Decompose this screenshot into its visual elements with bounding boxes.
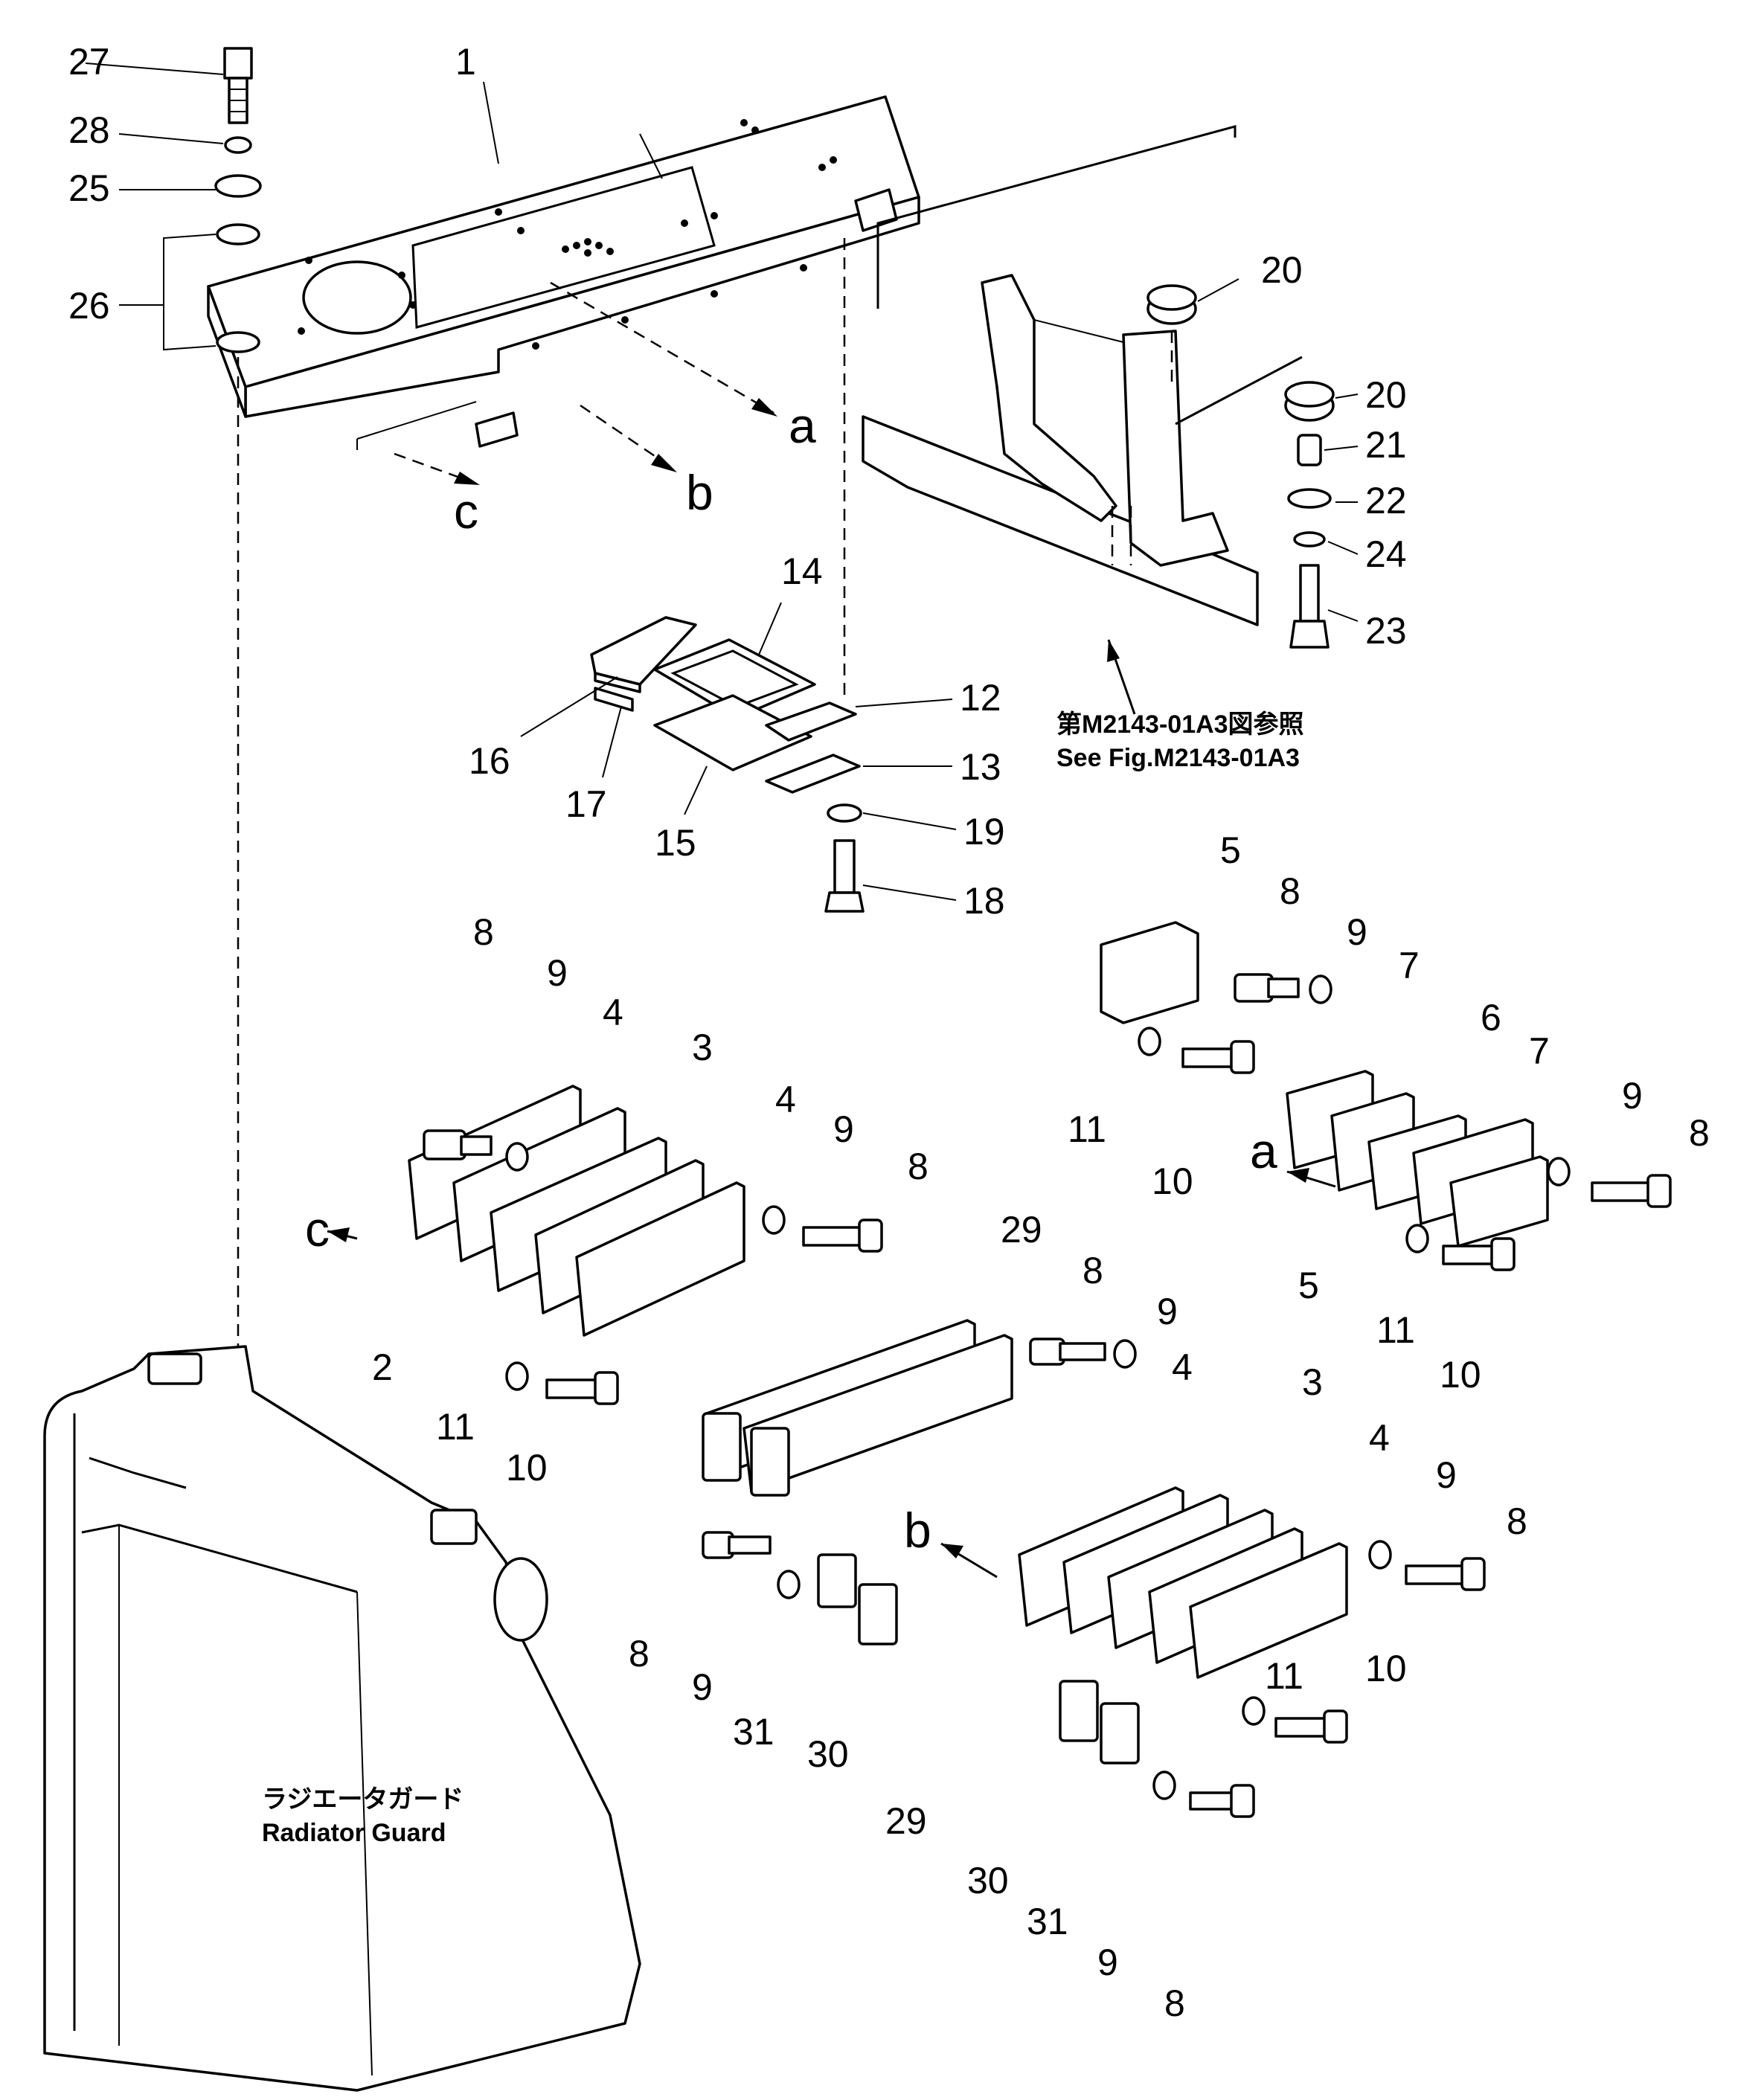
callout: 15 (655, 822, 696, 864)
view-letter: a (789, 398, 816, 453)
callout: 1 (455, 41, 476, 83)
top-bolt-stack (214, 47, 262, 1380)
callout: 30 (807, 1733, 849, 1775)
callout: 14 (781, 550, 823, 592)
guard-label-en: Radiator Guard (262, 1819, 446, 1847)
callout-labels: 27 28 25 26 1 20 20 21 22 24 23 14 12 13… (68, 41, 1710, 2024)
callout: 6 (1481, 997, 1501, 1038)
view-letter: a (1250, 1123, 1277, 1178)
callout: 13 (960, 746, 1001, 788)
pad-group (590, 238, 865, 913)
callout: 4 (1369, 1417, 1390, 1459)
callout: 4 (603, 992, 623, 1033)
guard-label-ja: ラジエータガード (262, 1785, 464, 1814)
callout: 8 (629, 1633, 650, 1674)
callout: 31 (1027, 1901, 1068, 1942)
callout: 11 (1265, 1655, 1303, 1697)
callout: 5 (1220, 829, 1241, 871)
callout: 22 (1365, 480, 1407, 521)
callout: 3 (692, 1027, 713, 1068)
callout: 30 (967, 1860, 1009, 1901)
upper-frame (207, 95, 920, 448)
callout: 3 (1302, 1361, 1323, 1403)
view-letter: c (305, 1201, 330, 1256)
left-plate-assembly (327, 1085, 883, 1405)
callout: 20 (1261, 249, 1303, 291)
view-letters: a b c c a b (305, 398, 1277, 1558)
callout: 19 (963, 811, 1005, 852)
callout: 8 (473, 911, 494, 953)
callout: 20 (1365, 374, 1407, 416)
callout: 10 (1152, 1160, 1193, 1202)
view-letter: b (686, 465, 713, 520)
callout: 8 (1507, 1500, 1527, 1542)
callout: 18 (963, 880, 1005, 922)
callout: 9 (692, 1666, 713, 1708)
callout: 9 (1436, 1454, 1457, 1496)
callout: 9 (1622, 1075, 1643, 1117)
callout: 4 (1172, 1346, 1193, 1388)
callout: 8 (1083, 1250, 1103, 1291)
callout: 11 (1376, 1309, 1415, 1351)
ref-note-ja: 第M2143-01A3図参照 (1056, 710, 1304, 739)
callout: 8 (1164, 1982, 1185, 2024)
callout: 25 (68, 167, 110, 209)
callout: 21 (1365, 424, 1407, 466)
callout: 29 (1001, 1209, 1042, 1250)
leader-lines (85, 62, 1359, 901)
view-arrows (356, 281, 777, 485)
view-letter: c (454, 484, 478, 539)
callout: 24 (1365, 533, 1407, 575)
callout: 8 (1280, 870, 1300, 912)
callout: 23 (1365, 610, 1407, 652)
view-letter: b (904, 1503, 931, 1558)
callout: 17 (565, 783, 607, 825)
callout: 10 (506, 1447, 548, 1489)
callout: 11 (436, 1406, 475, 1448)
callout: 12 (960, 677, 1001, 719)
callout: 8 (1689, 1112, 1710, 1154)
callout: 9 (1347, 911, 1367, 953)
callout: 9 (547, 952, 568, 994)
callout: 16 (469, 740, 510, 782)
notes: 第M2143-01A3図参照 See Fig.M2143-01A3 ラジエータガ… (262, 710, 1304, 1847)
ref-note-en: See Fig.M2143-01A3 (1056, 744, 1300, 772)
callout: 10 (1440, 1354, 1481, 1396)
callout: 29 (885, 1800, 927, 1842)
callout: 10 (1365, 1648, 1407, 1689)
sub-frame (862, 125, 1303, 715)
callout: 7 (1529, 1030, 1550, 1072)
lower-right-assembly (702, 1486, 1486, 1818)
callout: 7 (1399, 945, 1420, 986)
right-plate-assembly (1100, 921, 1672, 1271)
radiator-guard (43, 1345, 641, 2092)
callout: 11 (1068, 1108, 1106, 1150)
callout: 9 (1157, 1291, 1178, 1332)
frame-holes (298, 119, 837, 350)
callout: 9 (833, 1108, 854, 1150)
callout: 26 (68, 285, 110, 327)
callout: 28 (68, 109, 110, 151)
callout: 4 (775, 1079, 796, 1120)
lower-center-assembly (702, 1319, 1137, 1497)
callout: 9 (1097, 1942, 1118, 1983)
callout: 27 (68, 41, 110, 83)
mount-stack-right (1146, 284, 1335, 649)
callout: 8 (908, 1146, 928, 1187)
callout: 31 (733, 1711, 774, 1753)
callout: 5 (1298, 1265, 1319, 1306)
callout: 2 (372, 1346, 393, 1388)
